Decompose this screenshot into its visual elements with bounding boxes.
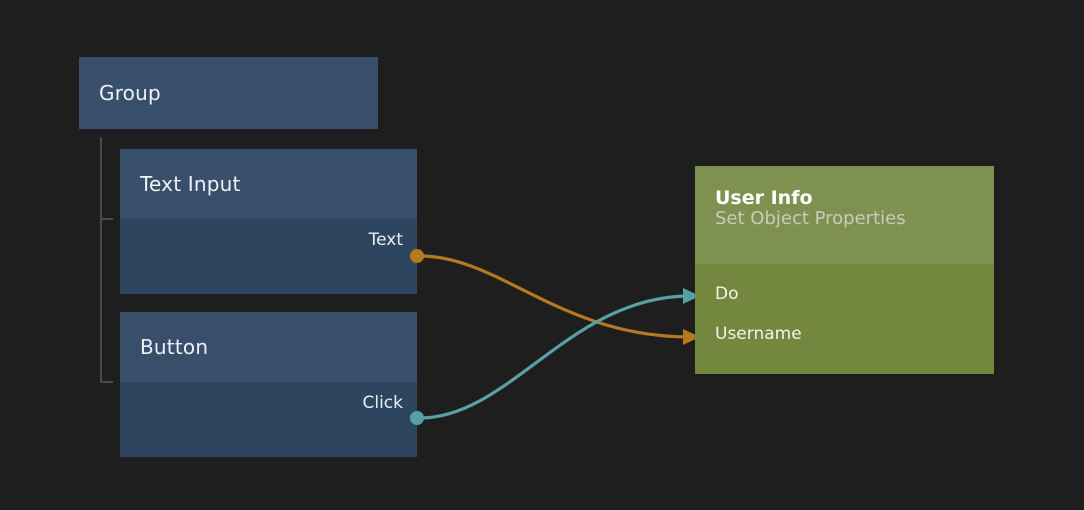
node-text-input-title: Text Input bbox=[140, 172, 241, 196]
node-text-input-body: Text bbox=[120, 219, 417, 294]
node-group[interactable]: Group bbox=[79, 57, 378, 129]
node-group-header[interactable]: Group bbox=[79, 57, 378, 129]
output-port-click-label: Click bbox=[362, 393, 403, 413]
node-button-body: Click bbox=[120, 382, 417, 457]
input-port-do-label[interactable]: Do bbox=[715, 284, 739, 304]
wire-click-to-do bbox=[418, 294, 692, 420]
node-user-info-subtitle: Set Object Properties bbox=[715, 208, 906, 230]
wire-text-to-username bbox=[418, 254, 692, 339]
node-text-input[interactable]: Text Input Text bbox=[120, 149, 424, 294]
node-user-info-header[interactable]: User Info Set Object Properties bbox=[695, 166, 994, 264]
group-tree-branch-button bbox=[100, 381, 113, 383]
node-button-header[interactable]: Button bbox=[120, 312, 417, 382]
node-text-input-header[interactable]: Text Input bbox=[120, 149, 417, 219]
node-user-info-body: Do Username bbox=[695, 264, 994, 374]
input-port-username-label[interactable]: Username bbox=[715, 324, 802, 344]
node-button[interactable]: Button Click bbox=[120, 312, 424, 457]
group-tree-branch-text-input bbox=[100, 218, 113, 220]
group-tree-line bbox=[100, 137, 102, 383]
node-group-title: Group bbox=[99, 81, 161, 105]
output-port-text-label: Text bbox=[368, 230, 403, 250]
node-user-info[interactable]: User Info Set Object Properties Do Usern… bbox=[695, 166, 994, 374]
node-user-info-title: User Info bbox=[715, 187, 813, 209]
node-button-title: Button bbox=[140, 335, 209, 359]
output-port-click-dot[interactable] bbox=[410, 411, 424, 425]
output-port-text-dot[interactable] bbox=[410, 249, 424, 263]
output-port-click-row[interactable]: Click bbox=[362, 382, 403, 424]
output-port-text-row[interactable]: Text bbox=[369, 219, 403, 261]
